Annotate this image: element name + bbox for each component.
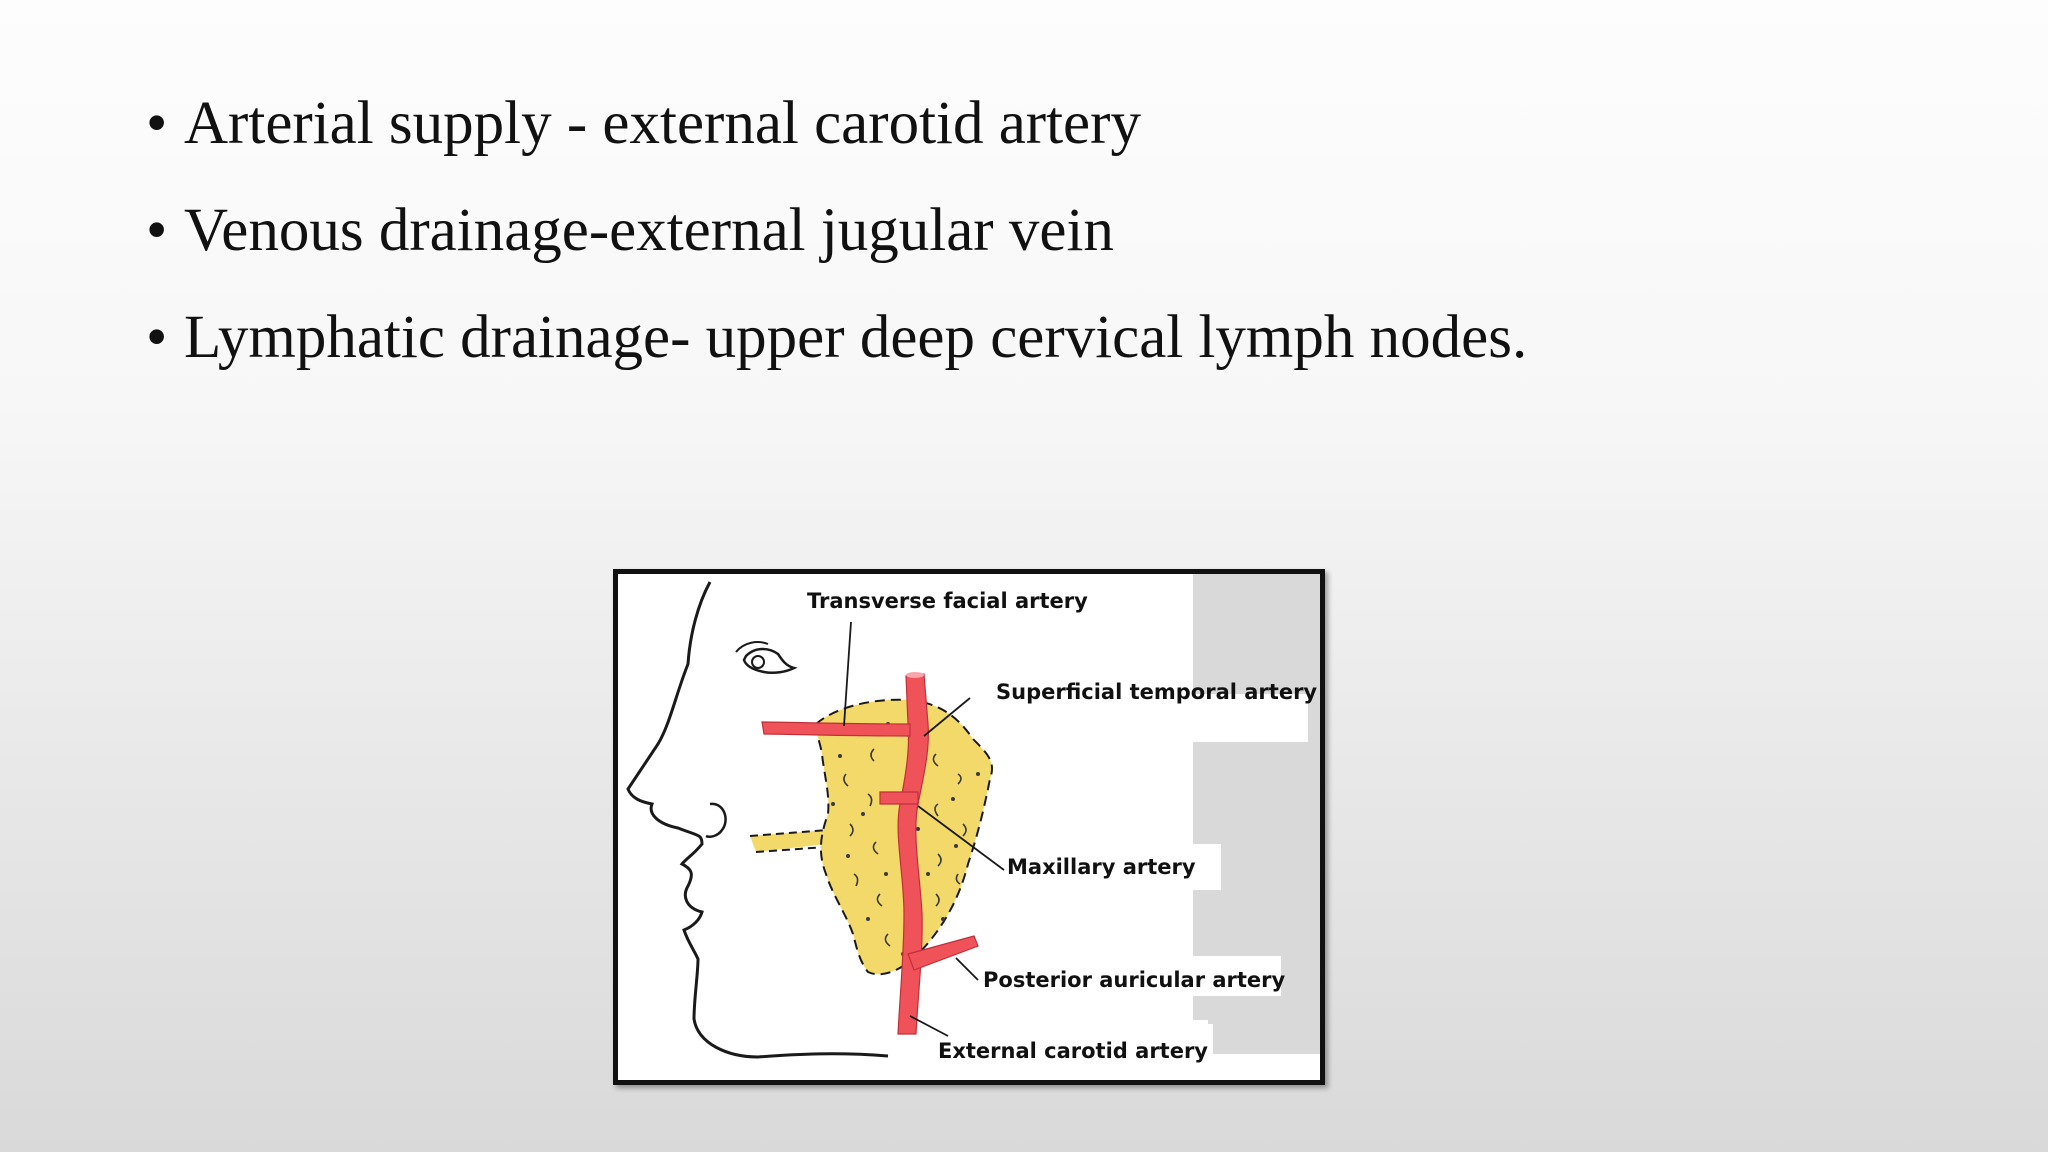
label-box-superficial-temporal: [1193, 694, 1308, 742]
posterior-auricular-artery: [907, 935, 979, 971]
bullet-dot: •: [146, 304, 168, 371]
bullet-dot: •: [146, 90, 168, 157]
label-posterior-auricular-artery: Posterior auricular artery: [983, 968, 1286, 992]
diagram-drawing: [618, 574, 1320, 1080]
leader-external-carotid: [909, 1015, 949, 1037]
eye-pupil: [751, 655, 765, 669]
label-box-posterior-auricular: [1193, 956, 1281, 996]
parotid-artery-diagram: Transverse facial artery Superficial tem…: [613, 569, 1325, 1085]
bullet-text: Lymphatic drainage- upper deep cervical …: [184, 304, 1528, 371]
leader-transverse-facial: [843, 621, 852, 727]
leader-posterior-auricular: [955, 957, 979, 981]
label-external-carotid-artery: External carotid artery: [938, 1039, 1208, 1063]
leader-superficial-temporal: [923, 697, 971, 737]
label-box-maxillary: [1193, 844, 1221, 890]
label-maxillary-artery: Maxillary artery: [1007, 855, 1196, 879]
bullet-text: Arterial supply - external carotid arter…: [184, 90, 1141, 157]
leader-maxillary: [917, 805, 1005, 871]
face-profile-outline: [626, 581, 889, 1059]
bullet-arterial-supply: •Arterial supply - external carotid arte…: [146, 70, 1846, 177]
nostril-outline: [705, 802, 727, 838]
leader-lines: [843, 621, 1005, 1037]
bullet-lymphatic-drainage: •Lymphatic drainage- upper deep cervical…: [146, 284, 1846, 391]
label-transverse-facial-artery: Transverse facial artery: [807, 589, 1088, 613]
bullet-list: •Arterial supply - external carotid arte…: [146, 70, 1846, 391]
label-superficial-temporal-artery: Superficial temporal artery: [996, 680, 1318, 704]
artery-tree: [761, 673, 979, 1035]
bullet-dot: •: [146, 197, 168, 264]
diagram-bottom-strip: [618, 1054, 1320, 1080]
bullet-text: Venous drainage-external jugular vein: [184, 197, 1114, 264]
artery-cut-end: [906, 672, 924, 678]
transverse-facial-artery: [761, 721, 911, 737]
maxillary-artery: [879, 791, 919, 805]
eye-outline: [742, 647, 798, 675]
eyelid-line: [735, 641, 769, 653]
bullet-venous-drainage: •Venous drainage-external jugular vein: [146, 177, 1846, 284]
